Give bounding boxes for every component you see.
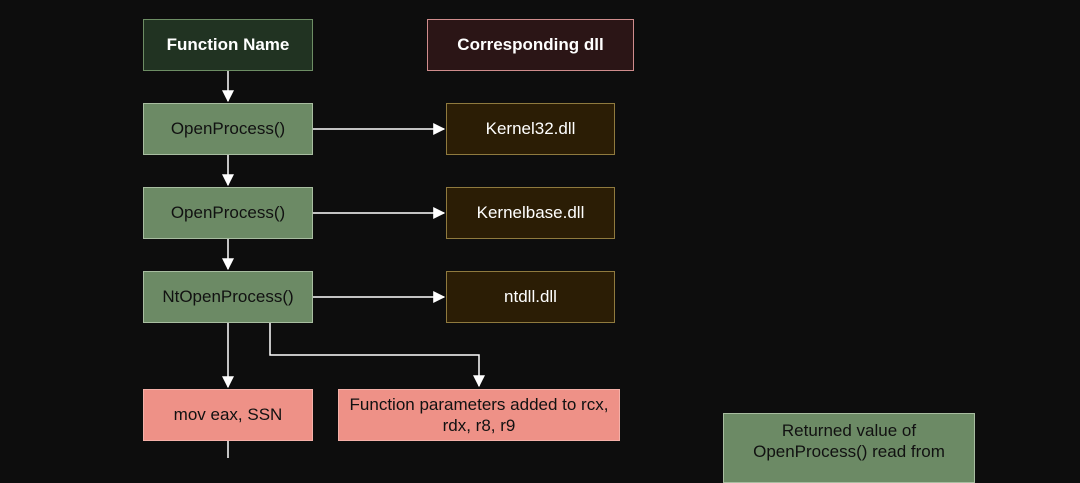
dll-ntdll: ntdll.dll xyxy=(446,271,615,323)
function-ntopenprocess: NtOpenProcess() xyxy=(143,271,313,323)
function-openprocess-kernelbase: OpenProcess() xyxy=(143,187,313,239)
dll-kernelbase: Kernelbase.dll xyxy=(446,187,615,239)
function-openprocess-kernel32: OpenProcess() xyxy=(143,103,313,155)
header-corresponding-dll: Corresponding dll xyxy=(427,19,634,71)
function-parameters-registers: Function parameters added to rcx, rdx, r… xyxy=(338,389,620,441)
header-function-name: Function Name xyxy=(143,19,313,71)
returned-value-note: Returned value of OpenProcess() read fro… xyxy=(723,413,975,483)
dll-kernel32: Kernel32.dll xyxy=(446,103,615,155)
arrow-to-params xyxy=(269,323,485,388)
syscall-mov-eax-ssn: mov eax, SSN xyxy=(143,389,313,441)
connector-layer xyxy=(222,71,485,458)
